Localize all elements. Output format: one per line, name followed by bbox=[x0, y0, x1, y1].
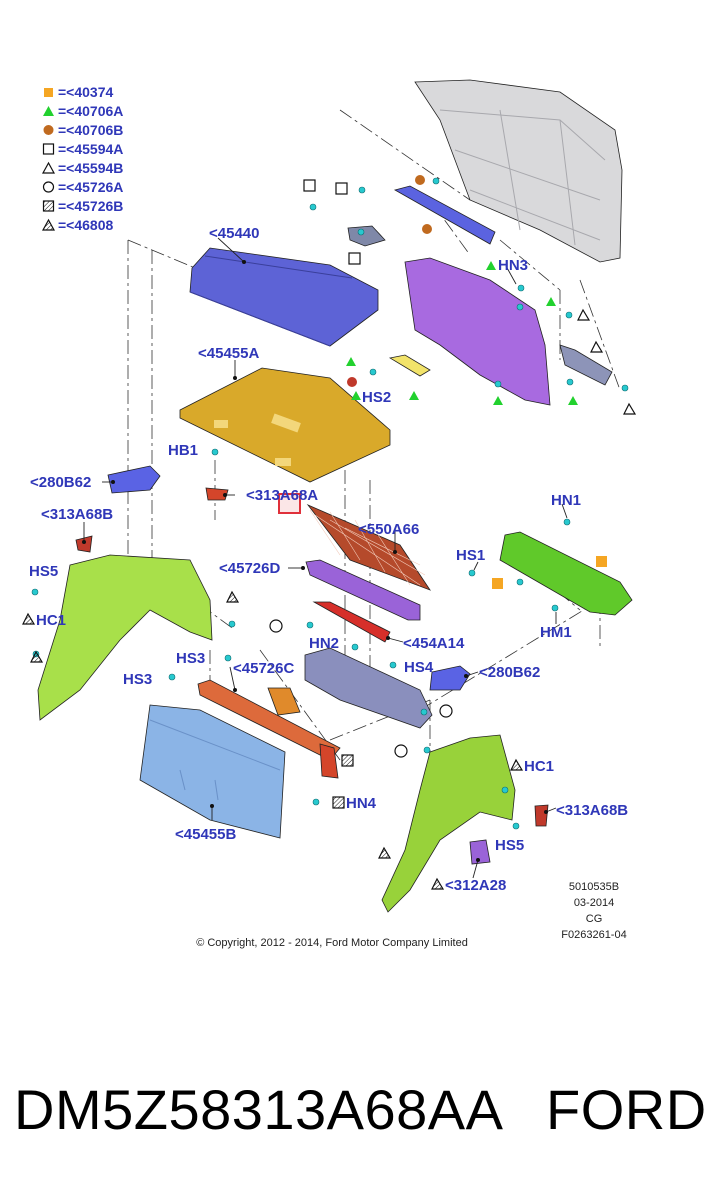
liftgate-upper-trim bbox=[393, 185, 496, 245]
cargo-net bbox=[306, 504, 432, 591]
label-313a68b-left: <313A68B bbox=[41, 506, 113, 523]
load-floor bbox=[179, 367, 391, 483]
drawing-meta: 5010535B 03-2014 CG F0263261-04 © Copyri… bbox=[196, 881, 627, 949]
label-hn3: HN3 bbox=[498, 257, 528, 274]
liftgate-inner-panel bbox=[414, 79, 623, 263]
liftgate-lower-trim bbox=[404, 257, 551, 406]
legend-symbol-filled-triangle bbox=[43, 106, 54, 116]
highlighted-part-box bbox=[278, 493, 301, 514]
label-hn1: HN1 bbox=[551, 492, 581, 509]
label-hs5-left: HS5 bbox=[29, 563, 58, 580]
bracket-orange-small bbox=[267, 687, 301, 716]
meta-date: 03-2014 bbox=[574, 897, 614, 909]
legend-symbol-filled-circle bbox=[43, 125, 54, 135]
cargo-tray bbox=[304, 647, 433, 729]
label-313a68b-right: <313A68B bbox=[556, 802, 628, 819]
label-280b62-right: <280B62 bbox=[479, 664, 540, 681]
part-number: DM5Z58313A68AA bbox=[14, 1078, 504, 1141]
label-hs4: HS4 bbox=[404, 659, 434, 676]
legend-symbol-open-triangle bbox=[41, 161, 56, 174]
label-hc1-right: HC1 bbox=[524, 758, 554, 775]
legend-text: =<40374 bbox=[58, 84, 113, 100]
brand-name: FORD bbox=[546, 1078, 707, 1141]
label-45726c: <45726C bbox=[233, 660, 294, 677]
meta-code1: 5010535B bbox=[569, 881, 619, 893]
meta-code3: F0263261-04 bbox=[561, 929, 626, 941]
trim-strip-purple bbox=[305, 559, 421, 621]
load-floor-rear bbox=[139, 704, 286, 839]
legend-text: =<40706A bbox=[58, 103, 123, 119]
bracket-red-left bbox=[205, 487, 229, 501]
quarter-trim-left bbox=[37, 554, 213, 721]
label-hs1: HS1 bbox=[456, 547, 485, 564]
label-hn4: HN4 bbox=[346, 795, 377, 812]
label-hs3-b: HS3 bbox=[123, 671, 152, 688]
meta-code2: CG bbox=[586, 913, 603, 925]
legend-text: =<40706B bbox=[58, 122, 123, 138]
legend-symbol-open-circle bbox=[42, 181, 55, 193]
label-hm1: HM1 bbox=[540, 624, 572, 641]
copyright-notice: © Copyright, 2012 - 2014, Ford Motor Com… bbox=[196, 937, 468, 949]
label-45455b: <45455B bbox=[175, 826, 236, 843]
bracket-left bbox=[347, 225, 386, 247]
bracket-right bbox=[559, 344, 613, 386]
trim-strip-red bbox=[312, 601, 391, 643]
part-caption: DM5Z58313A68AA FORD bbox=[14, 1078, 706, 1158]
label-45440: <45440 bbox=[209, 225, 259, 242]
legend: =<40374 =<40706A =<40706B =<45594A =<455… bbox=[41, 84, 123, 233]
quarter-trim-right bbox=[381, 734, 516, 913]
clip-red-right bbox=[534, 804, 549, 827]
label-454a14: <454A14 bbox=[403, 635, 465, 652]
label-hs2: HS2 bbox=[362, 389, 391, 406]
legend-symbol-hatched-square bbox=[42, 200, 55, 212]
label-hc1-left: HC1 bbox=[36, 612, 66, 629]
label-hb1: HB1 bbox=[168, 442, 198, 459]
label-hn2: HN2 bbox=[309, 635, 339, 652]
part-labels: <45440 <45455A HN3 HS2 HB1 <280B62 <313A… bbox=[29, 225, 628, 894]
label-45455a: <45455A bbox=[198, 345, 259, 362]
label-45726d: <45726D bbox=[219, 560, 280, 577]
legend-text: =<45594A bbox=[58, 141, 123, 157]
legend-symbol-filled-square bbox=[44, 88, 53, 97]
label-hs3-a: HS3 bbox=[176, 650, 205, 667]
bracket-red-lower bbox=[319, 743, 339, 779]
label-312a28: <312A28 bbox=[445, 877, 506, 894]
legend-symbol-hatched-triangle bbox=[41, 218, 56, 231]
legend-text: =<45726B bbox=[58, 198, 123, 214]
cargo-cover bbox=[189, 247, 379, 347]
legend-symbol-open-square bbox=[42, 143, 55, 155]
label-313a68a: <313A68A bbox=[246, 487, 318, 504]
exploded-parts-diagram: =<40374 =<40706A =<40706B =<45594A =<455… bbox=[22, 79, 637, 949]
legend-text: =<46808 bbox=[58, 217, 113, 233]
callout-symbols bbox=[22, 175, 637, 890]
label-hs5-right: HS5 bbox=[495, 837, 524, 854]
label-280b62-left: <280B62 bbox=[30, 474, 91, 491]
leader-lines bbox=[82, 237, 568, 879]
legend-text: =<45594B bbox=[58, 160, 123, 176]
label-550a66: <550A66 bbox=[358, 521, 419, 538]
bracket-yellow bbox=[388, 354, 431, 377]
bin-left bbox=[107, 465, 161, 494]
clip-purple bbox=[469, 839, 491, 865]
scuff-plate bbox=[499, 531, 633, 616]
legend-text: =<45726A bbox=[58, 179, 123, 195]
bin-right bbox=[429, 665, 471, 691]
